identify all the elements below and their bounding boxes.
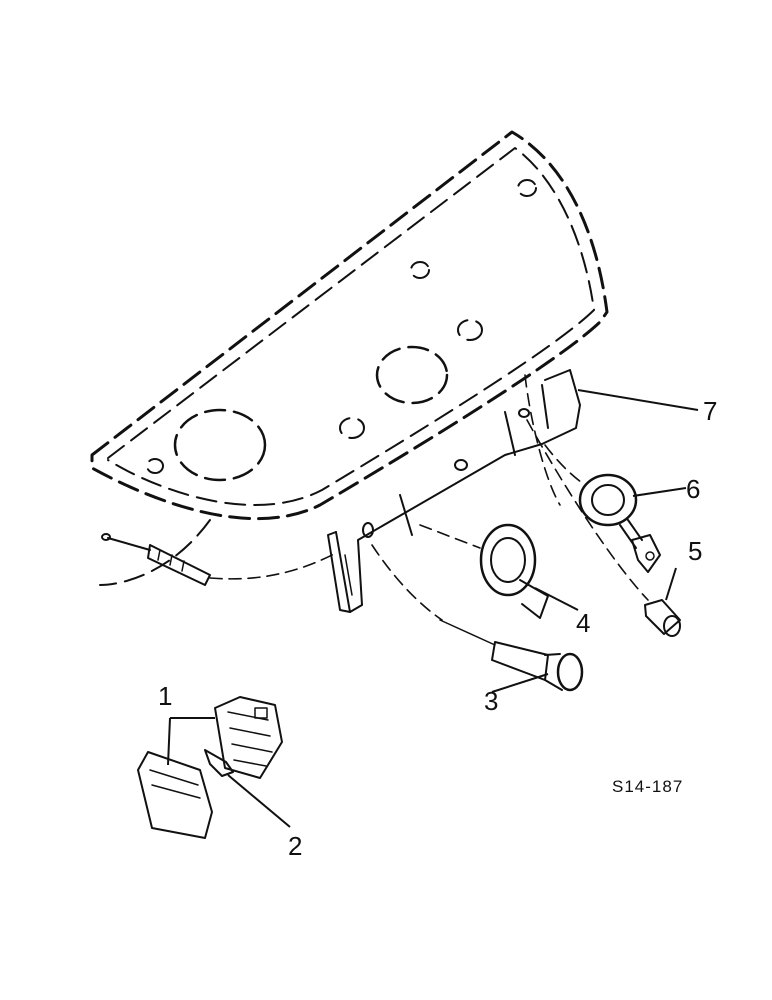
callout-6: 6 xyxy=(686,474,700,504)
reference-code: S14-187 xyxy=(612,777,683,796)
callout-7: 7 xyxy=(703,396,717,426)
indicator-lamp xyxy=(439,619,584,692)
connector-block xyxy=(214,696,283,779)
callout-1: 1 xyxy=(158,681,172,711)
assembly-paths xyxy=(209,374,649,621)
leader-lines xyxy=(167,389,699,828)
rotary-switch xyxy=(479,523,549,619)
callout-2: 2 xyxy=(288,831,302,861)
ignition-switch xyxy=(578,473,661,573)
callout-3: 3 xyxy=(484,686,498,716)
bulb-fuse xyxy=(204,749,234,777)
instrument-panel xyxy=(90,130,609,586)
connector-cover xyxy=(137,751,213,839)
push-switch xyxy=(644,599,681,637)
callout-labels: 1 2 3 4 5 6 7 xyxy=(158,396,717,861)
callout-4: 4 xyxy=(576,608,590,638)
left-cable xyxy=(101,533,211,586)
mounting-bracket xyxy=(327,369,581,613)
callout-5: 5 xyxy=(688,536,702,566)
